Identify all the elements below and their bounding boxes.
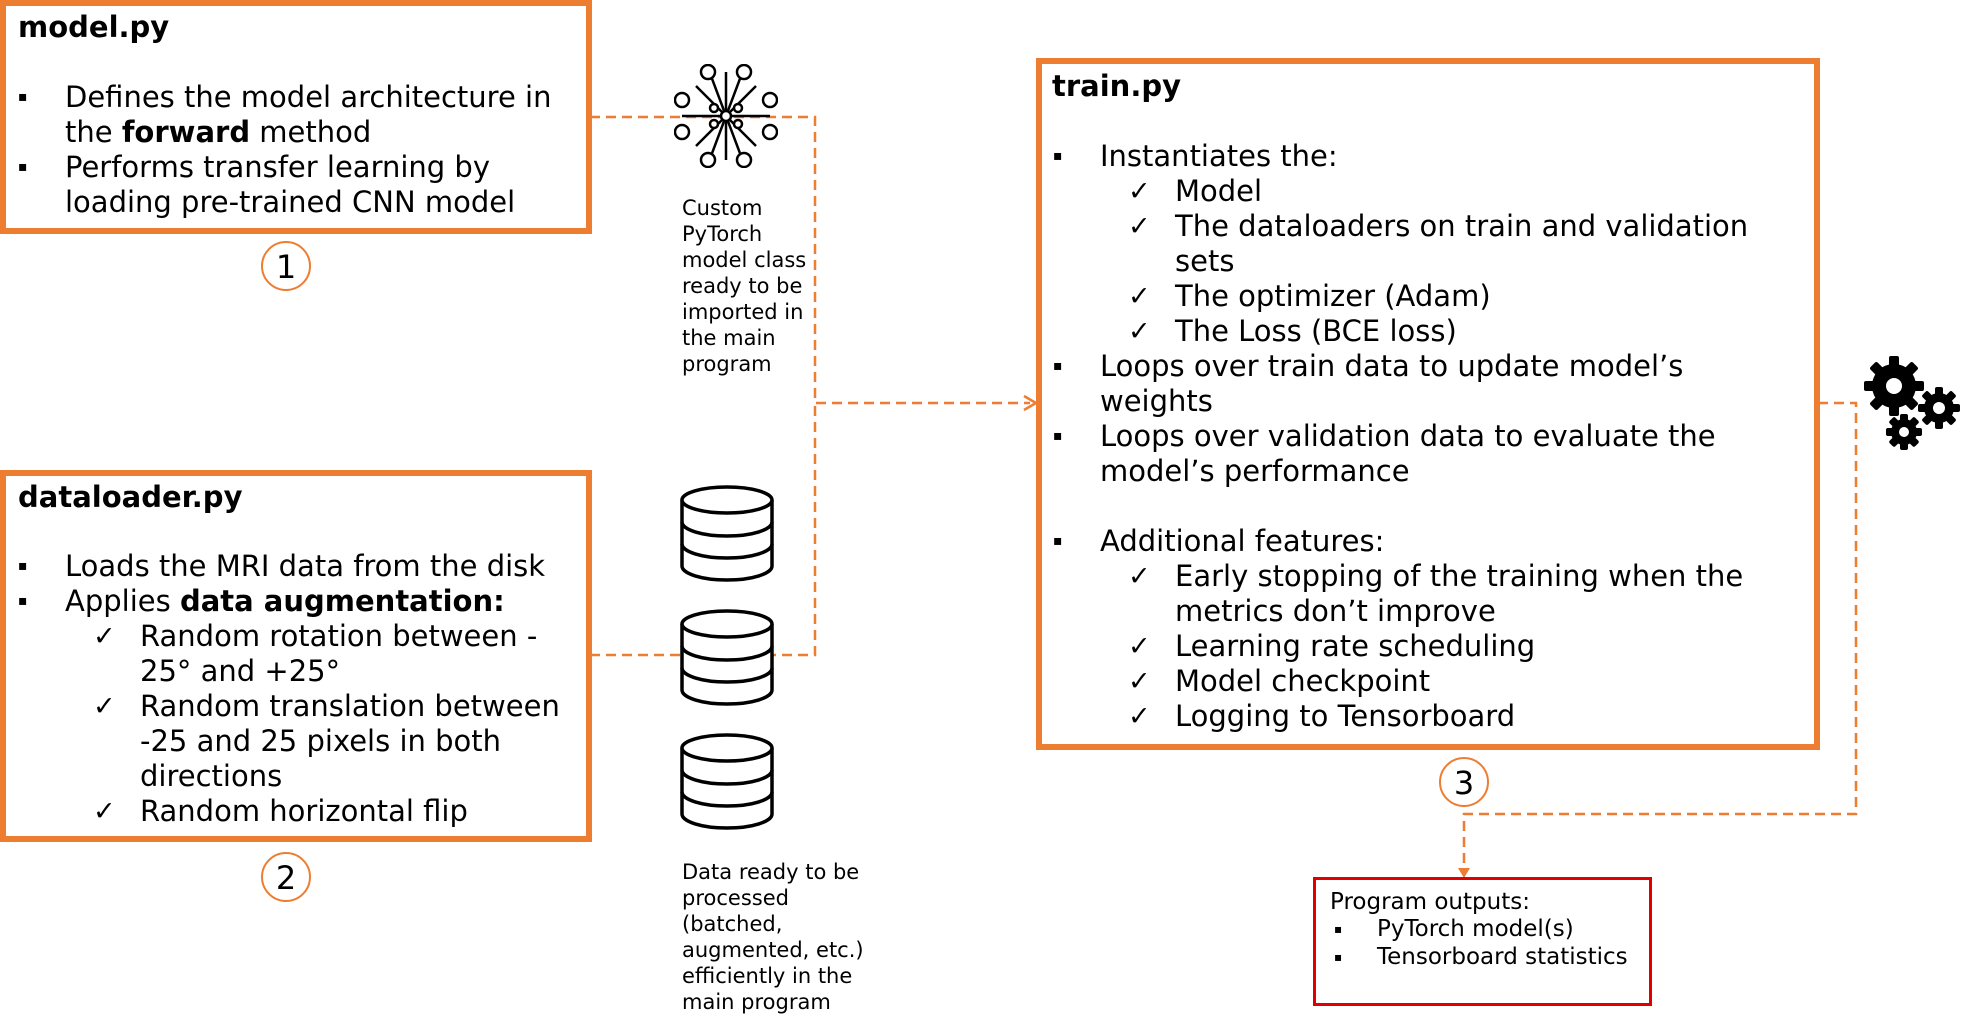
model-class-caption-3: model class [682,248,807,272]
model-class-caption-1: Custom [682,196,763,220]
bullet: ▪ [18,593,28,609]
augment-rotation-line-1: Random rotation between - [140,619,538,653]
train-feature-tensorboard: Logging to Tensorboard [1175,699,1516,733]
data-caption-1: Data ready to be [682,860,860,884]
train-check-loss: The Loss (BCE loss) [1175,314,1457,348]
check-icon: ✓ [1128,316,1151,347]
train-bullet-instantiates: Instantiates the: [1100,139,1338,173]
gears-to-outputs-connector [1462,401,1858,872]
check-icon: ✓ [1128,281,1151,312]
model-bullet-1-line-2: the forward method [65,115,372,149]
check-icon: ✓ [1128,561,1151,592]
data-caption-6: main program [682,990,831,1014]
train-bullet-loops-val-line-1: Loops over validation data to evaluate t… [1100,419,1716,453]
check-icon: ✓ [93,621,116,652]
model-py-title: model.py [18,10,170,44]
data-caption-3: (batched, [682,912,783,936]
augment-flip: Random horizontal flip [140,794,468,828]
bullet: ▪ [1053,533,1063,549]
model-class-caption-4: ready to be [682,274,803,298]
dataloader-py-title: dataloader.py [18,480,243,514]
dataloader-py-box [0,470,592,842]
model-class-caption-6: the main [682,326,776,350]
train-bullet-additional: Additional features: [1100,524,1385,558]
output-item-tensorboard-stats: Tensorboard statistics [1377,944,1628,970]
train-feature-lr-scheduling: Learning rate scheduling [1175,629,1536,663]
augment-translation-line-1: Random translation between [140,689,560,723]
model-class-caption-7: program [682,352,772,376]
bullet: ▪ [1334,950,1343,964]
bullet: ▪ [18,558,28,574]
bullet: ▪ [18,159,28,175]
dataloader-to-train-connector [590,403,817,657]
program-outputs-title: Program outputs: [1330,889,1530,915]
train-bullet-loops-train-line-1: Loops over train data to update model’s [1100,349,1684,383]
augment-translation-line-2: -25 and 25 pixels in both [140,724,501,758]
model-bullet-2-line-1: Performs transfer learning by [65,150,491,184]
bullet: ▪ [1053,358,1063,374]
model-bullet-2-line-2: loading pre-trained CNN model [65,185,516,219]
train-check-dataloaders-line-1: The dataloaders on train and validation [1175,209,1749,243]
train-feature-early-stopping-line-2: metrics don’t improve [1175,594,1496,628]
database-icon [680,733,774,830]
train-check-dataloaders-line-2: sets [1175,244,1235,278]
dataloader-bullet-1: Loads the MRI data from the disk [65,549,546,583]
train-bullet-loops-val-line-2: model’s performance [1100,454,1410,488]
train-feature-checkpoint: Model checkpoint [1175,664,1431,698]
train-py-title: train.py [1052,69,1181,103]
check-icon: ✓ [1128,176,1151,207]
augment-rotation-line-2: 25° and +25° [140,654,341,688]
step-number-1: 1 [261,241,311,291]
train-bullet-loops-train-line-2: weights [1100,384,1213,418]
model-bullet-1-line-1: Defines the model architecture in [65,80,552,114]
neural-network-icon [674,64,778,168]
bullet: ▪ [1053,148,1063,164]
train-check-model: Model [1175,174,1263,208]
check-icon: ✓ [1128,631,1151,662]
step-number-2: 2 [261,852,311,902]
program-outputs-box [1313,877,1652,1006]
model-class-caption-2: PyTorch [682,222,763,246]
gears-icon [1864,356,1960,450]
output-item-pytorch-model: PyTorch model(s) [1377,916,1574,942]
bullet: ▪ [1334,922,1343,936]
bullet: ▪ [18,89,28,105]
data-augmentation-keyword: data augmentation: [179,584,505,618]
model-py-box [0,0,592,234]
check-icon: ✓ [1128,666,1151,697]
model-class-caption-5: imported in [682,300,804,324]
database-icon [680,609,774,706]
data-caption-4: augmented, etc.) [682,938,864,962]
database-icon [680,485,774,582]
check-icon: ✓ [93,691,116,722]
forward-keyword: forward [121,115,251,149]
train-py-box [1036,58,1820,750]
train-check-optimizer: The optimizer (Adam) [1175,279,1491,313]
data-caption-2: processed [682,886,789,910]
check-icon: ✓ [1128,211,1151,242]
bullet: ▪ [1053,428,1063,444]
check-icon: ✓ [93,796,116,827]
outputs-arrowhead [1458,868,1470,878]
step-number-3: 3 [1439,757,1489,807]
train-feature-early-stopping-line-1: Early stopping of the training when the [1175,559,1744,593]
check-icon: ✓ [1128,701,1151,732]
dataloader-bullet-2: Applies data augmentation: [65,584,505,618]
data-caption-5: efficiently in the [682,964,853,988]
model-to-train-connector [590,115,1030,405]
augment-translation-line-3: directions [140,759,283,793]
